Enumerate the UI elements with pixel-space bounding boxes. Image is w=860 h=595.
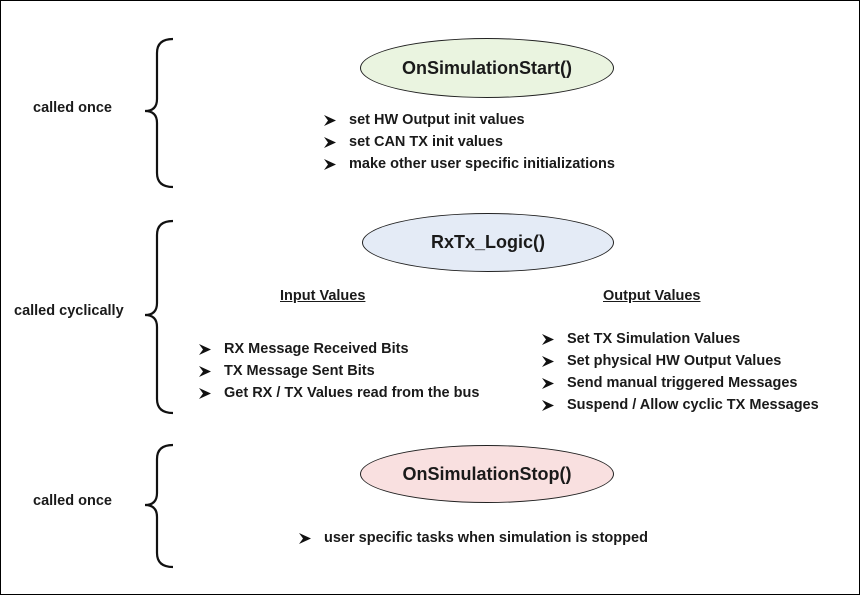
output-values-list: Set TX Simulation Values Set physical HW… <box>542 328 819 416</box>
list-item-text: user specific tasks when simulation is s… <box>324 530 648 546</box>
arrow-bullet-icon <box>542 378 554 389</box>
arrow-bullet-icon <box>324 137 336 148</box>
list-item: set HW Output init values <box>324 109 615 131</box>
list-item: user specific tasks when simulation is s… <box>299 527 648 549</box>
on-simulation-start-oval: OnSimulationStart() <box>360 38 614 98</box>
start-task-list: set HW Output init values set CAN TX ini… <box>324 109 615 175</box>
list-item-text: set CAN TX init values <box>349 134 503 150</box>
start-call-label: called once <box>33 100 112 116</box>
stop-curly-brace <box>144 443 174 569</box>
output-values-heading: Output Values <box>603 288 701 304</box>
list-item: set CAN TX init values <box>324 131 615 153</box>
arrow-bullet-icon <box>199 344 211 355</box>
stop-call-label: called once <box>33 493 112 509</box>
list-item-text: Suspend / Allow cyclic TX Messages <box>567 397 819 413</box>
list-item-text: Set TX Simulation Values <box>567 331 741 347</box>
list-item: Send manual triggered Messages <box>542 372 819 394</box>
list-item-text: Set physical HW Output Values <box>567 353 782 369</box>
list-item: Set TX Simulation Values <box>542 328 819 350</box>
list-item-text: TX Message Sent Bits <box>224 363 375 379</box>
logic-call-label: called cyclically <box>14 303 124 319</box>
list-item-text: Get RX / TX Values read from the bus <box>224 385 480 401</box>
list-item: RX Message Received Bits <box>199 338 479 360</box>
list-item: Set physical HW Output Values <box>542 350 819 372</box>
arrow-bullet-icon <box>324 159 336 170</box>
start-curly-brace <box>144 37 174 189</box>
list-item-text: set HW Output init values <box>349 112 525 128</box>
arrow-bullet-icon <box>542 400 554 411</box>
arrow-bullet-icon <box>542 334 554 345</box>
logic-curly-brace <box>144 219 174 415</box>
list-item: make other user specific initializations <box>324 153 615 175</box>
arrow-bullet-icon <box>299 533 311 544</box>
on-simulation-stop-oval: OnSimulationStop() <box>360 445 614 503</box>
stop-task-list: user specific tasks when simulation is s… <box>299 527 648 549</box>
arrow-bullet-icon <box>542 356 554 367</box>
list-item-text: RX Message Received Bits <box>224 341 409 357</box>
rxtx-logic-oval: RxTx_Logic() <box>362 213 614 272</box>
arrow-bullet-icon <box>324 115 336 126</box>
list-item: TX Message Sent Bits <box>199 360 479 382</box>
list-item-text: make other user specific initializations <box>349 156 615 172</box>
arrow-bullet-icon <box>199 366 211 377</box>
arrow-bullet-icon <box>199 388 211 399</box>
input-values-heading: Input Values <box>280 288 366 304</box>
list-item: Get RX / TX Values read from the bus <box>199 382 479 404</box>
input-values-list: RX Message Received Bits TX Message Sent… <box>199 338 479 404</box>
list-item-text: Send manual triggered Messages <box>567 375 798 391</box>
list-item: Suspend / Allow cyclic TX Messages <box>542 394 819 416</box>
